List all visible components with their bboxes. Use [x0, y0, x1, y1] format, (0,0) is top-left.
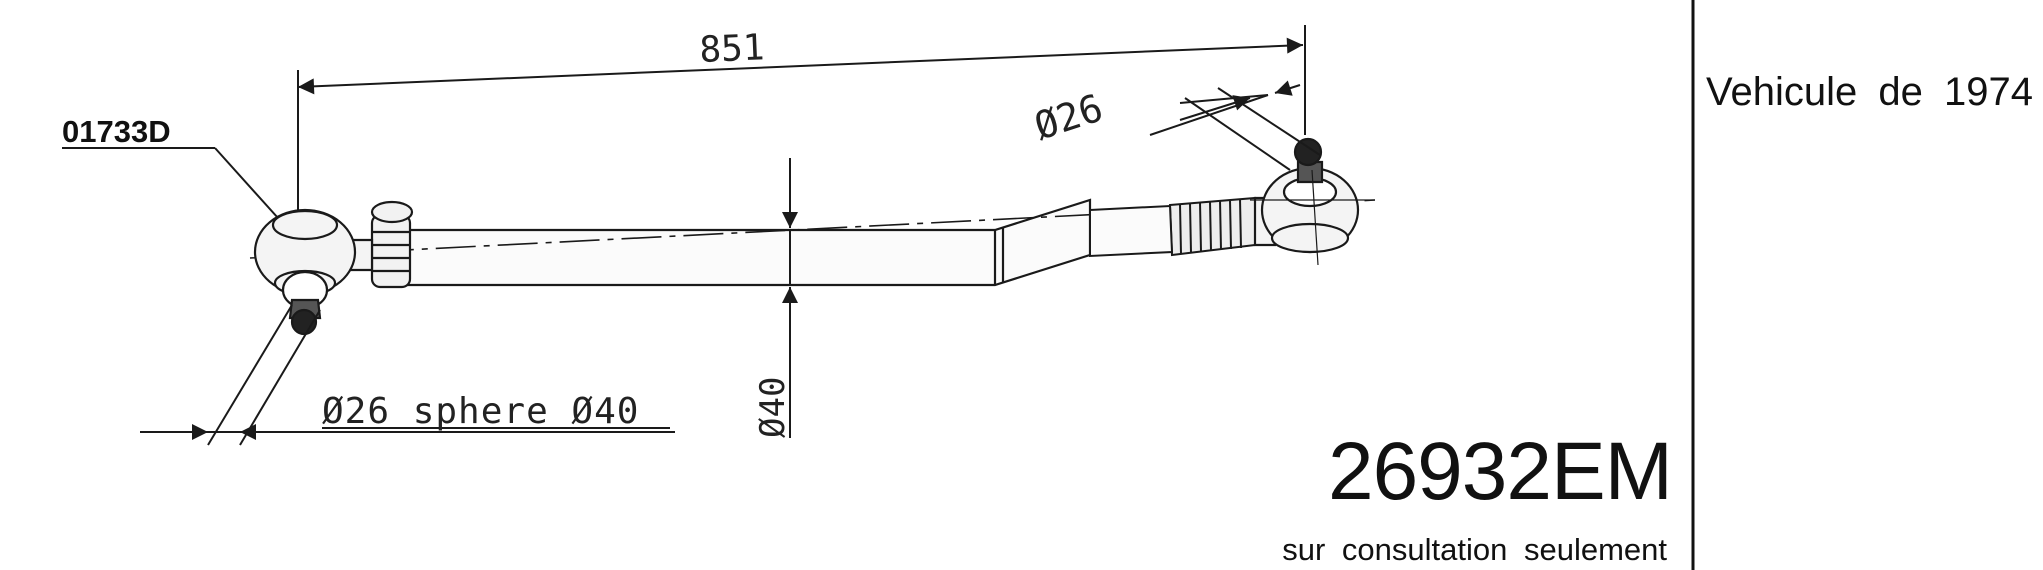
left-clamp: [370, 200, 414, 289]
right-ball-label: Ø26: [1029, 86, 1108, 149]
vehicle-year-note: Vehicule de 1974: [1706, 70, 2033, 114]
overall-length-label: 851: [699, 27, 766, 71]
callout-part-ref: 01733D: [62, 114, 171, 149]
left-ball-dimension: [140, 304, 675, 446]
right-ball-dimension: [1149, 80, 1321, 171]
left-ball-joint: [253, 208, 374, 336]
right-thread: [1089, 196, 1256, 258]
part-number: 26932EM: [1327, 426, 1673, 517]
tube-diameter-label: Ø40: [753, 377, 793, 438]
callout-leader: [62, 147, 279, 219]
availability-note: sur consultation seulement: [1282, 532, 1667, 567]
left-ball-label: Ø26 sphere Ø40: [322, 391, 639, 432]
right-ball-joint: [1250, 137, 1375, 266]
